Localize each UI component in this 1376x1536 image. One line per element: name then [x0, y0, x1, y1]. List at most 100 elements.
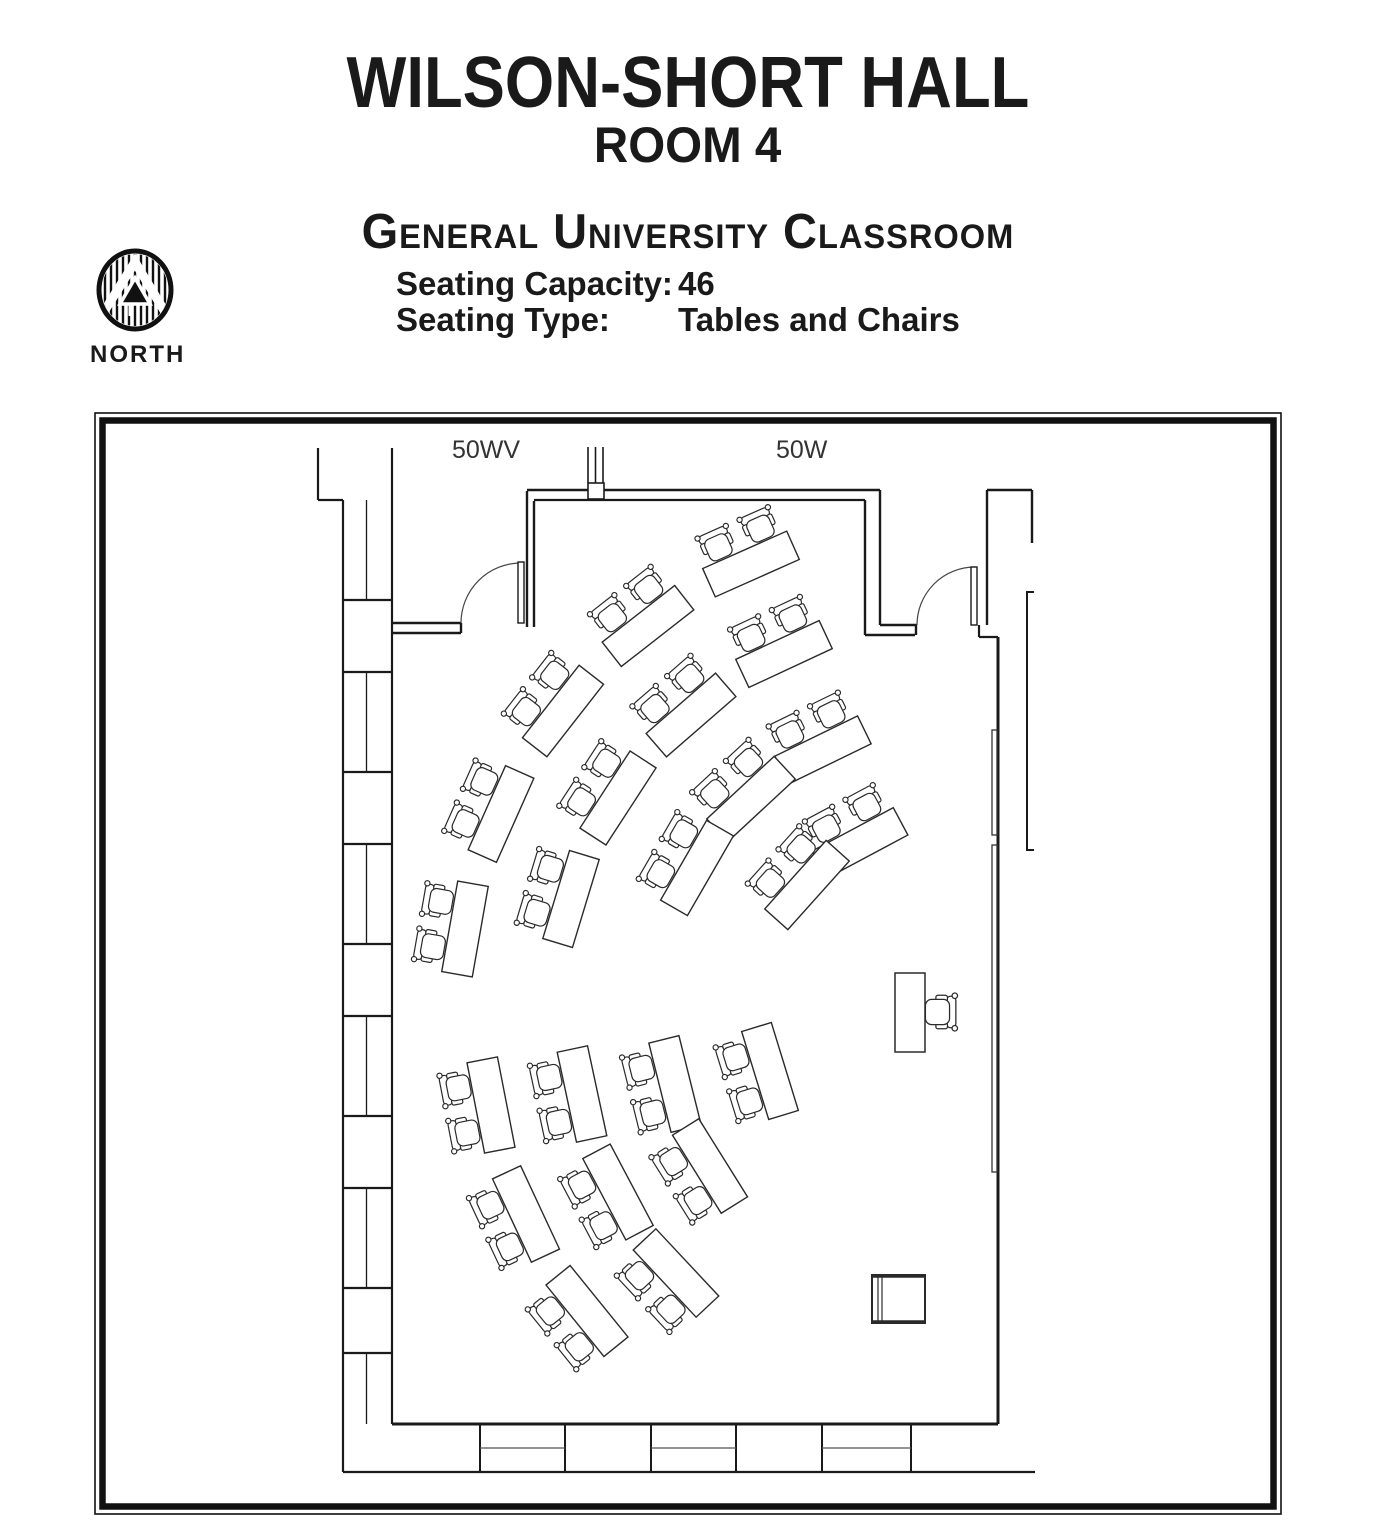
chair-seat: [589, 1211, 618, 1241]
table: [701, 530, 801, 598]
building-name: WILSON-SHORT HALL: [346, 43, 1030, 123]
chair-seat: [646, 859, 676, 889]
chair-caster: [524, 1306, 531, 1313]
chair: [765, 709, 805, 749]
chair-caster: [664, 1180, 672, 1187]
chair: [441, 799, 480, 839]
chair: [722, 736, 764, 778]
chair-seat: [722, 1043, 750, 1072]
chair: [485, 1231, 525, 1272]
chair-caster: [442, 1103, 449, 1110]
page-title: WILSON-SHORT HALL: [0, 42, 1376, 124]
alcove: [985, 488, 1034, 625]
corridor-wall-fragment: [1026, 591, 1034, 851]
chair-caster: [722, 522, 730, 530]
table: [734, 619, 834, 689]
chair-caster: [441, 827, 448, 835]
chair: [524, 1296, 566, 1337]
chair-caster: [553, 1341, 560, 1349]
chair: [736, 504, 776, 543]
walls: [316, 447, 1035, 1474]
chair-seat: [669, 819, 699, 849]
table: [632, 1227, 720, 1319]
chair-caster: [712, 1044, 719, 1051]
chair: [556, 776, 597, 817]
chair-caster: [648, 1153, 655, 1161]
chair-seat: [495, 1232, 525, 1262]
marker-boards: [991, 729, 998, 1173]
desk-unit: [436, 1056, 516, 1155]
chair: [513, 889, 551, 929]
chair: [744, 857, 786, 898]
chair-caster: [593, 1243, 600, 1251]
chair-seat: [536, 1063, 563, 1092]
table: [440, 880, 490, 978]
desk-unit: [586, 563, 695, 668]
chair-seat: [419, 933, 446, 961]
chair: [586, 591, 628, 633]
chair-seat: [454, 1119, 481, 1147]
chair: [725, 1085, 764, 1125]
chair-caster: [796, 593, 804, 601]
chair-seat: [536, 854, 565, 883]
room-label: 50W: [776, 436, 828, 464]
table: [645, 672, 737, 758]
instructor-table: [894, 972, 926, 1053]
chair-seat: [656, 1294, 686, 1325]
marker-board: [991, 844, 998, 1173]
chair-seat: [564, 1332, 594, 1362]
north-indicator: NORTH: [90, 246, 183, 369]
chair-seat: [924, 998, 951, 1026]
chair-caster: [498, 1264, 505, 1272]
desk-unit: [557, 1143, 655, 1251]
chair: [618, 1052, 656, 1091]
chair-caster: [522, 889, 529, 897]
marker-board: [991, 729, 998, 836]
desk-unit: [618, 1034, 703, 1136]
desk-unit: [465, 1164, 561, 1272]
room-number: ROOM 4: [594, 117, 782, 173]
chair-caster: [465, 1194, 473, 1202]
table: [740, 1021, 800, 1121]
chair-caster: [581, 764, 588, 771]
desk-unit: [765, 689, 873, 786]
chair-caster: [500, 710, 508, 717]
chair-caster: [722, 757, 730, 765]
door-leaf-east: [970, 566, 978, 626]
chair: [459, 757, 499, 797]
chair-caster: [472, 757, 479, 764]
chair-caster: [735, 1117, 742, 1125]
chair: [536, 1106, 573, 1145]
chair: [648, 1146, 689, 1187]
desk-unit: [524, 1264, 629, 1373]
room-number-heading: ROOM 4: [0, 116, 1376, 174]
chair: [578, 1210, 618, 1251]
chair-caster: [556, 802, 563, 809]
chair-seat: [704, 533, 733, 562]
chair-seat: [628, 1054, 656, 1083]
chair-seat: [683, 1186, 713, 1216]
chair-caster: [623, 582, 630, 590]
chair-seat: [733, 747, 764, 778]
chair-caster: [436, 1072, 443, 1079]
chair-caster: [513, 919, 520, 926]
chair: [635, 848, 676, 889]
chair: [842, 781, 882, 822]
chair-seat: [470, 767, 499, 796]
chair-caster: [535, 845, 543, 853]
chair-caster: [951, 1024, 959, 1032]
chair-caster: [744, 880, 751, 887]
chair-caster: [687, 652, 694, 659]
chair-caster: [652, 682, 660, 690]
chair-caster: [557, 1175, 564, 1183]
chair-caster: [828, 803, 836, 811]
top-wall-west: [392, 621, 463, 635]
chair-caster: [689, 1219, 696, 1226]
chair: [806, 689, 847, 729]
chair-caster: [526, 1062, 534, 1069]
wall-notch: [587, 482, 605, 500]
chair-seat: [633, 574, 664, 605]
chair-seat: [786, 834, 816, 864]
chair-caster: [726, 626, 734, 633]
table: [467, 764, 535, 864]
